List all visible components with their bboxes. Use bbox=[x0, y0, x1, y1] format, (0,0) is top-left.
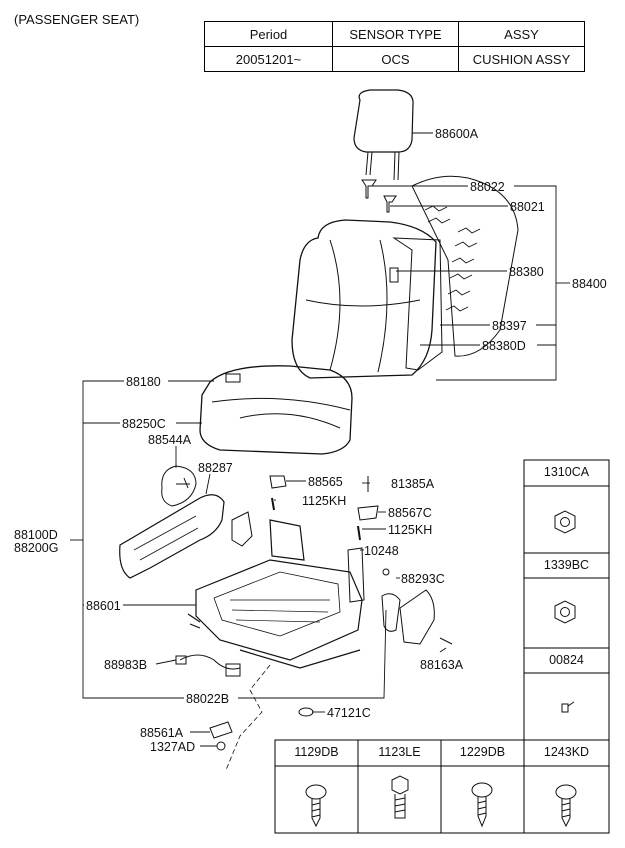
callout-88293C: 88293C bbox=[401, 572, 445, 586]
screw-1129DB-icon bbox=[305, 784, 327, 828]
side-cover-88293C bbox=[399, 589, 435, 645]
callout-81385A: 81385A bbox=[391, 477, 435, 491]
nut-1310CA-icon bbox=[554, 510, 576, 534]
callout-88380D: 88380D bbox=[482, 339, 526, 353]
callout-88021: 88021 bbox=[510, 200, 545, 214]
callout-88565: 88565 bbox=[308, 475, 343, 489]
seatback-rear-board bbox=[411, 175, 519, 357]
wire-harness bbox=[179, 654, 241, 670]
callout-88163A: 88163A bbox=[420, 658, 464, 672]
callout-88100D: 88100D bbox=[14, 528, 58, 542]
box-title-00824: 00824 bbox=[549, 653, 584, 667]
actuator bbox=[347, 547, 365, 603]
callout-1125KH-lower: 1125KH bbox=[388, 523, 433, 537]
headrest-guide-1 bbox=[361, 179, 377, 199]
callout-88180: 88180 bbox=[126, 375, 161, 389]
recliner-knob bbox=[161, 465, 197, 507]
callout-88380: 88380 bbox=[509, 265, 544, 279]
box-title-1123LE: 1123LE bbox=[378, 745, 421, 759]
callout-88022: 88022 bbox=[470, 180, 505, 194]
box-title-1339BC: 1339BC bbox=[543, 558, 590, 572]
table-header-assy: ASSY bbox=[458, 21, 585, 47]
callout-88601: 88601 bbox=[86, 599, 121, 613]
clip-88565 bbox=[269, 475, 287, 489]
nut-1327AD bbox=[216, 741, 226, 751]
table-header-period: Period bbox=[204, 21, 333, 47]
screw-1243KD-icon bbox=[555, 784, 577, 828]
callout-88397: 88397 bbox=[492, 319, 527, 333]
screw-1123LE-icon bbox=[391, 775, 409, 819]
box-title-1310CA: 1310CA bbox=[543, 465, 590, 479]
table-cell-sensor-type: OCS bbox=[332, 46, 459, 72]
hardware-grid bbox=[274, 459, 610, 834]
clip-88561A bbox=[209, 721, 233, 739]
screw-1229DB-icon bbox=[471, 782, 493, 828]
side-shield bbox=[119, 494, 225, 579]
table-cell-period: 20051201~ bbox=[204, 46, 333, 72]
callout-88022B: 88022B bbox=[186, 692, 230, 706]
callout-88250C: 88250C bbox=[122, 417, 166, 431]
seat-cushion bbox=[199, 365, 353, 455]
headrest-guide-2 bbox=[383, 195, 397, 213]
callout-88200G: 88200G bbox=[14, 541, 59, 555]
callout-88400: 88400 bbox=[572, 277, 607, 291]
seat-frame-assembly bbox=[187, 519, 363, 669]
side-bracket bbox=[381, 593, 401, 632]
callout-88287: 88287 bbox=[198, 461, 233, 475]
heater-pattern bbox=[424, 205, 481, 312]
callout-88544A: 88544A bbox=[148, 433, 192, 447]
callout-1125KH-upper: 1125KH bbox=[302, 494, 347, 508]
callout-88600A: 88600A bbox=[435, 127, 479, 141]
box-title-1129DB: 1129DB bbox=[294, 745, 339, 759]
table-header-sensor-type: SENSOR TYPE bbox=[332, 21, 459, 47]
seat-back-frame bbox=[392, 237, 443, 371]
box-title-1229DB: 1229DB bbox=[459, 745, 506, 759]
callout-1327AD: 1327AD bbox=[150, 740, 196, 754]
shield-bracket bbox=[231, 511, 253, 547]
nut-1339BC-icon bbox=[554, 600, 576, 624]
box-title-1243KD: 1243KD bbox=[543, 745, 590, 759]
callout-47121C: 47121C bbox=[327, 706, 371, 720]
clip-88567C bbox=[357, 505, 379, 521]
info-table: Period SENSOR TYPE ASSY 20051201~ OCS CU… bbox=[204, 21, 585, 72]
callout-88567C: 88567C bbox=[388, 506, 432, 520]
nut-47121C bbox=[298, 707, 314, 717]
plug-10248 bbox=[382, 568, 390, 576]
callout-10248: 10248 bbox=[364, 544, 399, 558]
callout-88561A: 88561A bbox=[140, 726, 184, 740]
leader-lines bbox=[70, 132, 570, 747]
clip-00824-icon bbox=[561, 701, 575, 713]
diagram-header: (PASSENGER SEAT) bbox=[14, 12, 140, 27]
bolt-88163A bbox=[439, 637, 453, 645]
seat-back-cushion bbox=[291, 219, 437, 379]
table-cell-assy: CUSHION ASSY bbox=[458, 46, 585, 72]
headrest-part bbox=[353, 89, 414, 181]
callout-88983B: 88983B bbox=[104, 658, 148, 672]
